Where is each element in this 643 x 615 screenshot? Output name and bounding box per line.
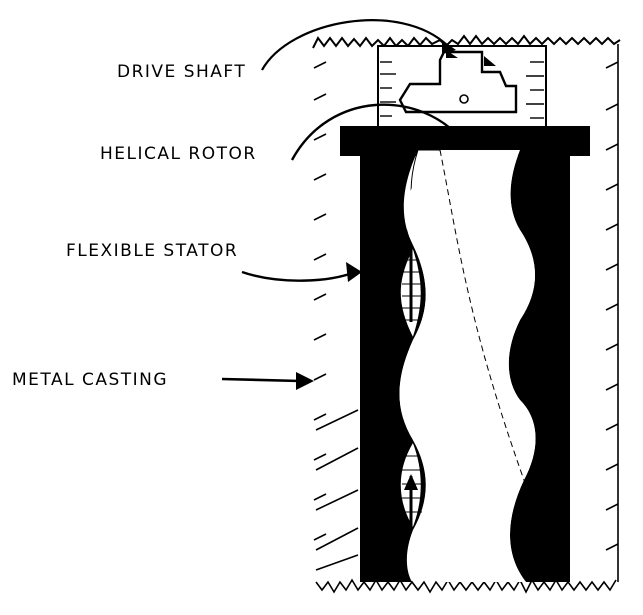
flow-arrow-lower <box>404 474 418 530</box>
metal-casting-arrowhead <box>296 372 314 390</box>
leader-metal-casting <box>221 377 301 383</box>
label-drive-shaft: DRIVE SHAFT <box>117 62 247 82</box>
metal-casting-outline <box>312 34 621 594</box>
helical-rotor-arrowhead <box>452 126 466 150</box>
label-flexible-stator: FLEXIBLE STATOR <box>66 241 239 261</box>
leader-helical-rotor <box>290 103 463 161</box>
drive-shaft <box>377 45 547 131</box>
flexible-stator-arrowhead <box>346 262 362 282</box>
drive-shaft-arrowhead <box>442 40 456 54</box>
label-helical-rotor: HELICAL ROTOR <box>100 144 257 164</box>
label-metal-casting: METAL CASTING <box>12 370 169 390</box>
flexible-stator-right <box>508 150 570 582</box>
helical-rotor <box>399 149 561 582</box>
leader-drive-shaft <box>261 19 449 71</box>
leader-flexible-stator <box>241 270 356 282</box>
